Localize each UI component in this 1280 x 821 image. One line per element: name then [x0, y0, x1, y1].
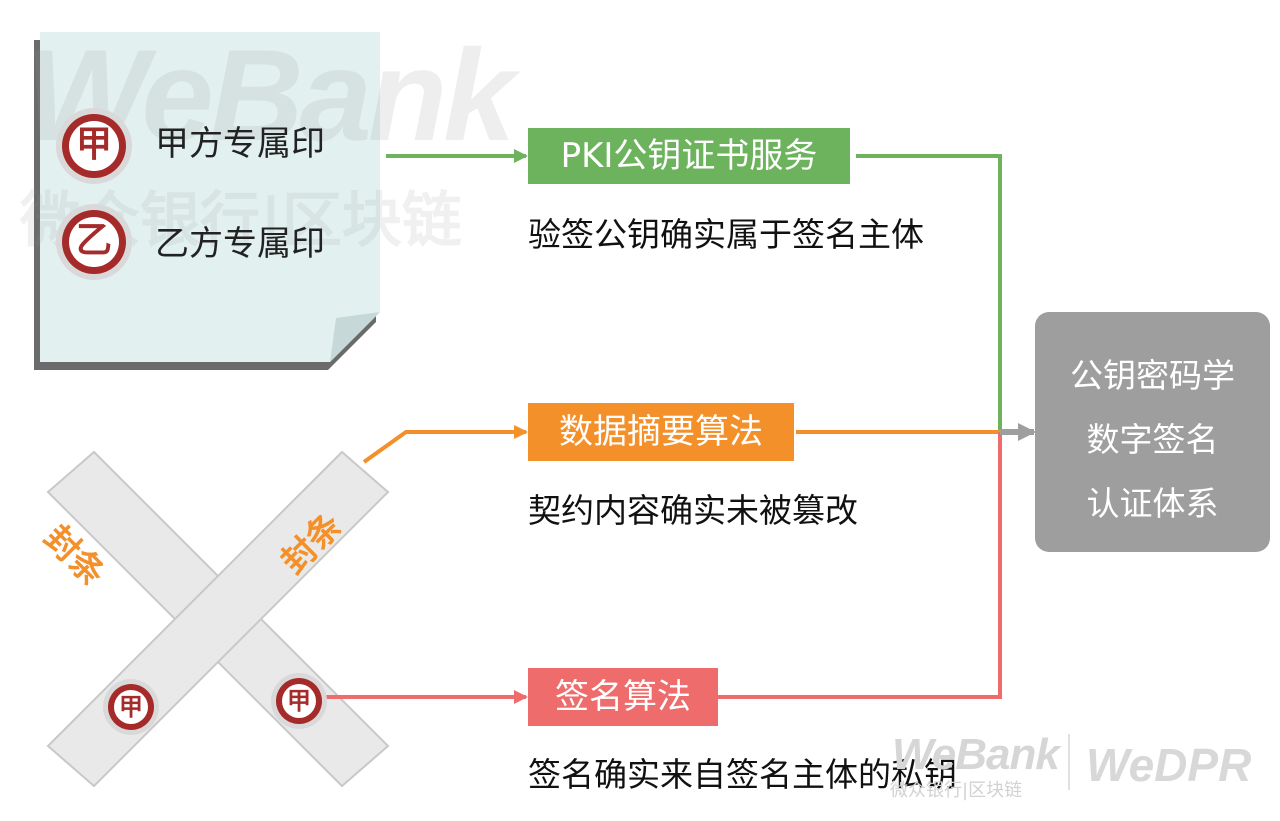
strip-stamp-right: 甲 [270, 672, 328, 730]
watermark-bottom-cn: 微众银行|区块链 [890, 780, 1023, 801]
step-signature-label: 签名算法 [528, 668, 718, 726]
strip-stamp-right-char: 甲 [287, 687, 311, 715]
step-pki-description: 验签公钥确实属于签名主体 [528, 215, 924, 254]
strip-stamp-left: 甲 [102, 678, 160, 736]
result-line-1: 公钥密码学 [1070, 356, 1235, 395]
seal-party-a-char: 甲 [75, 124, 112, 165]
connector-strips-to-digest [362, 425, 528, 464]
step-digest-description: 契约内容确实未被篡改 [528, 491, 858, 530]
seal-party-b: 乙 [54, 202, 134, 282]
step-pki-label: PKI公钥证书服务 [528, 128, 850, 184]
connector-signature-to-result [718, 432, 1002, 699]
sealing-strips [46, 450, 390, 788]
seal-party-a: 甲 [54, 106, 134, 186]
watermark-bottom-wedpr: WeDPR [1086, 739, 1252, 791]
watermark-bottom-webank: WeBank [892, 730, 1060, 779]
result-line-2: 数字签名 [1086, 420, 1219, 459]
strip-stamp-left-char: 甲 [119, 693, 143, 721]
seal-party-a-label: 甲方专属印 [155, 124, 325, 164]
watermark-divider [1068, 734, 1070, 790]
step-digest-label: 数据摘要算法 [528, 403, 794, 461]
result-line-3: 认证体系 [1086, 484, 1219, 523]
seal-party-b-char: 乙 [75, 220, 112, 261]
result-box: 公钥密码学 数字签名 认证体系 [1035, 312, 1270, 552]
step-signature-description: 签名确实来自签名主体的私钥 [528, 755, 957, 794]
connectors [326, 149, 1036, 704]
connector-pki-to-result [856, 154, 1002, 432]
seal-party-b-label: 乙方专属印 [155, 224, 325, 264]
